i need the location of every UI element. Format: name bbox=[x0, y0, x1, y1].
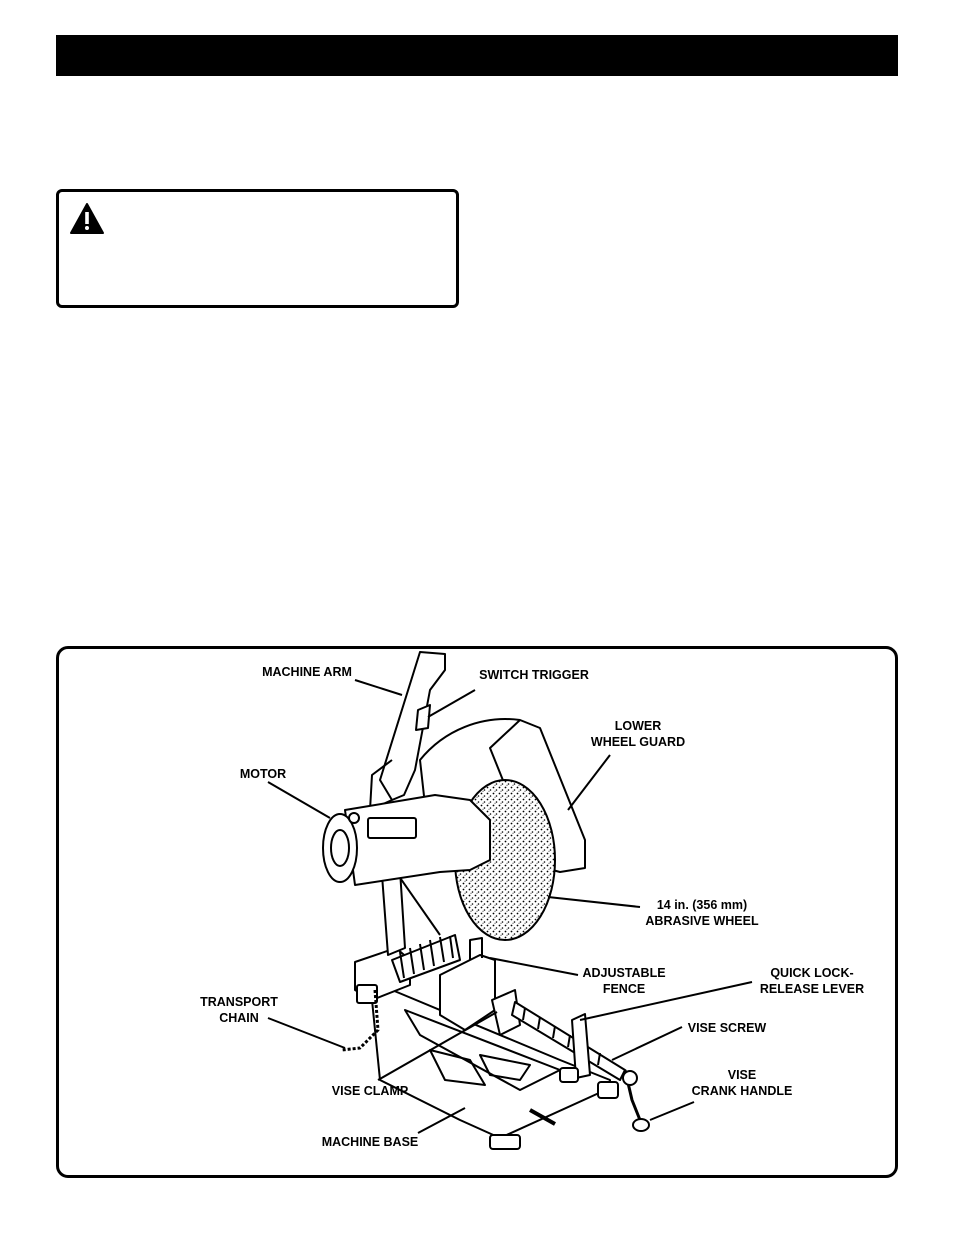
leader-transport-chain bbox=[267, 1017, 346, 1049]
section-header-bar bbox=[56, 35, 898, 76]
leader-machine-arm bbox=[354, 679, 403, 696]
leader-vise-screw bbox=[611, 1026, 683, 1061]
leader-motor bbox=[267, 781, 331, 819]
label-machine-arm: MACHINE ARM bbox=[262, 665, 352, 679]
switch-trigger-part bbox=[415, 704, 431, 731]
label-adjustable-fence: ADJUSTABLE FENCE bbox=[582, 966, 666, 996]
warning-box bbox=[56, 189, 459, 308]
arm-column bbox=[381, 869, 406, 956]
leader-quick-lock-release-lever bbox=[579, 981, 753, 1021]
label-motor: MOTOR bbox=[239, 767, 287, 781]
label-quick-lock-release-lever: QUICK LOCK- RELEASE LEVER bbox=[759, 966, 865, 996]
label-abrasive-wheel: 14 in. (356 mm) ABRASIVE WHEEL bbox=[645, 898, 759, 928]
transport-chain bbox=[341, 989, 380, 1052]
vise-clamp-part bbox=[491, 989, 521, 1036]
label-switch-trigger: SWITCH TRIGGER bbox=[479, 668, 589, 682]
leader-vise-clamp bbox=[377, 1011, 498, 1081]
label-vise-screw: VISE SCREW bbox=[687, 1021, 767, 1035]
leader-vise-crank-handle bbox=[649, 1101, 695, 1121]
saw-illustration bbox=[322, 651, 650, 1150]
machine-arm bbox=[379, 651, 446, 801]
quick-lock-lever-part bbox=[571, 1013, 591, 1079]
leader-lines bbox=[267, 679, 753, 1134]
label-vise-clamp: VISE CLAMP bbox=[331, 1084, 409, 1098]
label-transport-chain: TRANSPORT CHAIN bbox=[200, 995, 278, 1025]
leader-switch-trigger bbox=[427, 689, 476, 718]
label-vise-crank-handle: VISE CRANK HANDLE bbox=[691, 1068, 793, 1098]
warning-triangle-icon bbox=[70, 203, 104, 234]
leader-lower-wheel-guard bbox=[567, 754, 611, 811]
return-spring bbox=[391, 934, 461, 983]
leader-abrasive-wheel bbox=[547, 896, 641, 908]
motor-end-cap bbox=[322, 813, 358, 883]
figure-frame bbox=[56, 646, 898, 1178]
leader-machine-base bbox=[417, 1107, 466, 1134]
leader-adjustable-fence bbox=[489, 957, 579, 976]
label-machine-base: MACHINE BASE bbox=[321, 1135, 419, 1149]
label-lower-wheel-guard: LOWER WHEEL GUARD bbox=[590, 719, 686, 749]
